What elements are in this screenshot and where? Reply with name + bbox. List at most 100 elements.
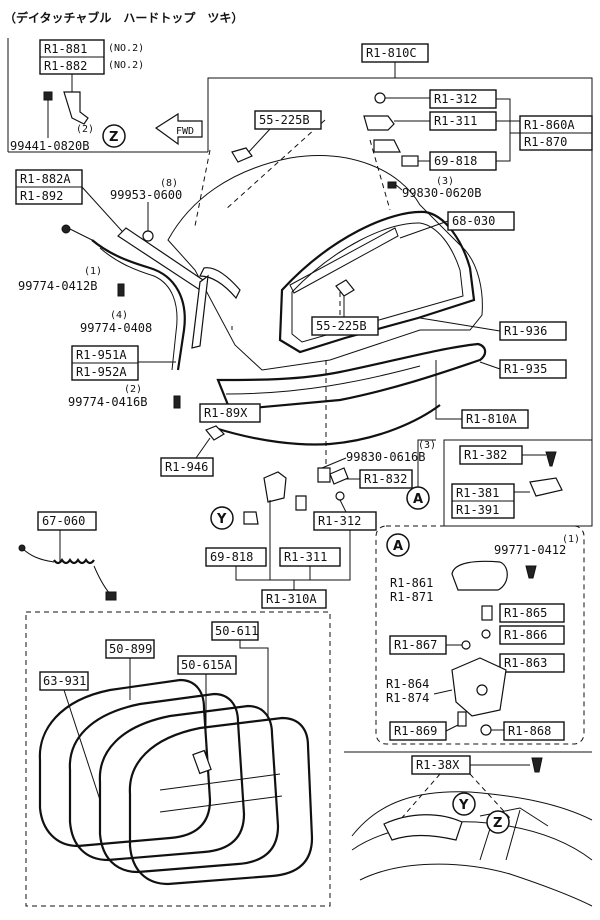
part-50-899[interactable]: 50-899 (109, 642, 152, 656)
part-R1-310A[interactable]: R1-310A (266, 592, 317, 606)
latch-pad (243, 511, 259, 525)
mid-right-labels: 68-030 55-225B R1-936 R1-935 R1-89X R1-8… (160, 211, 567, 477)
part-99830-0616B[interactable]: 99830-0616B (346, 450, 425, 464)
marker-z-circle (102, 124, 126, 148)
qty-label: (3) (418, 440, 436, 451)
screw-icon (117, 283, 125, 297)
bolt-icon (374, 92, 386, 104)
trim-strip-lower (191, 274, 209, 349)
part-99830-0620B[interactable]: 99830-0620B (402, 186, 481, 200)
screw-icon (545, 451, 557, 467)
screw-icon (61, 224, 71, 234)
qty-label: (3) (436, 176, 454, 187)
part-R1-951A[interactable]: R1-951A (76, 348, 127, 362)
part-R1-382[interactable]: R1-382 (464, 448, 507, 462)
part-R1-810A[interactable]: R1-810A (466, 412, 517, 426)
part-R1-311-top[interactable]: R1-311 (434, 114, 477, 128)
part-99774-0416B[interactable]: 99774-0416B (68, 395, 147, 409)
part-R1-936[interactable]: R1-936 (504, 324, 547, 338)
part-R1-861[interactable]: R1-861 (390, 576, 433, 590)
top-right-group: R1-810C R1-312 R1-311 R1-860A R1-870 69-… (361, 43, 593, 200)
part-55-225B-upper[interactable]: 55-225B (259, 113, 310, 127)
part-R1-860A[interactable]: R1-860A (524, 118, 575, 132)
defroster-part (192, 749, 212, 775)
qty-label: (NO.2) (108, 60, 144, 71)
connector-icon (105, 591, 117, 601)
hook-group: R1-881 R1-882 (NO.2) (NO.2) (2) 99441-08… (10, 39, 203, 153)
qty-label: (1) (562, 534, 580, 545)
connector-icon (18, 544, 26, 552)
part-R1-38X[interactable]: R1-38X (416, 758, 460, 772)
latch-part (363, 115, 395, 131)
part-R1-882A[interactable]: R1-882A (20, 172, 71, 186)
part-50-611[interactable]: 50-611 (215, 624, 258, 638)
nut-icon (142, 230, 154, 242)
part-55-225B-lower[interactable]: 55-225B (316, 319, 367, 333)
part-R1-869[interactable]: R1-869 (394, 724, 437, 738)
part-R1-874[interactable]: R1-874 (386, 691, 429, 705)
part-R1-946[interactable]: R1-946 (165, 460, 208, 474)
detail-a-box: A (1) 99771-0412 R1-861 R1-871 R1-865 R1… (375, 525, 585, 745)
part-R1-864[interactable]: R1-864 (386, 677, 429, 691)
screw-icon (173, 395, 181, 409)
nut-icon (480, 724, 492, 736)
latch-base (373, 139, 401, 153)
part-99441-0820B[interactable]: 99441-0820B (10, 139, 89, 153)
qty-label: (2) (124, 384, 142, 395)
part-R1-312-top[interactable]: R1-312 (434, 92, 477, 106)
part-R1-935[interactable]: R1-935 (504, 362, 547, 376)
part-99953-0600[interactable]: 99953-0600 (110, 188, 182, 202)
side-rail-group: R1-882A R1-892 (8) 99953-0600 (1) 99774-… (15, 169, 209, 409)
qty-label: (NO.2) (108, 43, 144, 54)
marker-y-car (452, 792, 476, 816)
part-R1-863[interactable]: R1-863 (504, 656, 547, 670)
marker-z-car-label: Z (493, 816, 502, 831)
part-R1-871[interactable]: R1-871 (390, 590, 433, 604)
part-R1-391[interactable]: R1-391 (456, 503, 499, 517)
bolt-icon (481, 605, 493, 621)
part-R1-381[interactable]: R1-381 (456, 486, 499, 500)
detail-a-label: A (393, 539, 403, 554)
part-R1-892[interactable]: R1-892 (20, 189, 63, 203)
weatherstrip-top-group: 55-225B (231, 110, 322, 163)
part-R1-810C[interactable]: R1-810C (366, 46, 417, 60)
part-R1-312-lower[interactable]: R1-312 (318, 514, 361, 528)
car-illustration: R1-38X Y Z (344, 751, 593, 907)
qty-label: (2) (76, 124, 94, 135)
part-99774-0412B[interactable]: 99774-0412B (18, 279, 97, 293)
part-R1-882[interactable]: R1-882 (44, 59, 87, 73)
part-99771-0412[interactable]: 99771-0412 (494, 543, 566, 557)
latch-body (263, 471, 287, 503)
part-67-060[interactable]: 67-060 (42, 514, 85, 528)
part-R1-868[interactable]: R1-868 (508, 724, 551, 738)
nut-icon (461, 640, 471, 650)
part-R1-865[interactable]: R1-865 (504, 606, 547, 620)
part-69-818-top[interactable]: 69-818 (434, 154, 477, 168)
window-detail-box: 50-611 50-899 50-615A 63-931 (25, 611, 331, 907)
marker-z-car (486, 810, 510, 834)
bolt-icon (387, 181, 397, 189)
marker-y-car-label: Y (458, 798, 469, 813)
qty-label: (1) (84, 266, 102, 277)
bracket-group: R1-382 R1-381 R1-391 (451, 445, 563, 519)
part-R1-870[interactable]: R1-870 (524, 135, 567, 149)
part-R1-867[interactable]: R1-867 (394, 638, 437, 652)
part-50-615A[interactable]: 50-615A (181, 658, 232, 672)
latch-pad (401, 155, 419, 167)
part-R1-866[interactable]: R1-866 (504, 628, 547, 642)
part-R1-311-lower[interactable]: R1-311 (284, 550, 327, 564)
part-68-030[interactable]: 68-030 (452, 214, 495, 228)
clip-part (335, 279, 355, 297)
bolt-icon (335, 491, 345, 501)
bracket-part (529, 477, 563, 497)
part-R1-832[interactable]: R1-832 (364, 472, 407, 486)
marker-y-circle (210, 506, 234, 530)
part-63-931[interactable]: 63-931 (43, 674, 86, 688)
part-99774-0408[interactable]: 99774-0408 (80, 321, 152, 335)
part-R1-881[interactable]: R1-881 (44, 42, 87, 56)
part-R1-952A[interactable]: R1-952A (76, 365, 127, 379)
washer-icon (481, 629, 491, 639)
part-69-818-lower[interactable]: 69-818 (210, 550, 253, 564)
part-R1-89X[interactable]: R1-89X (204, 406, 248, 420)
